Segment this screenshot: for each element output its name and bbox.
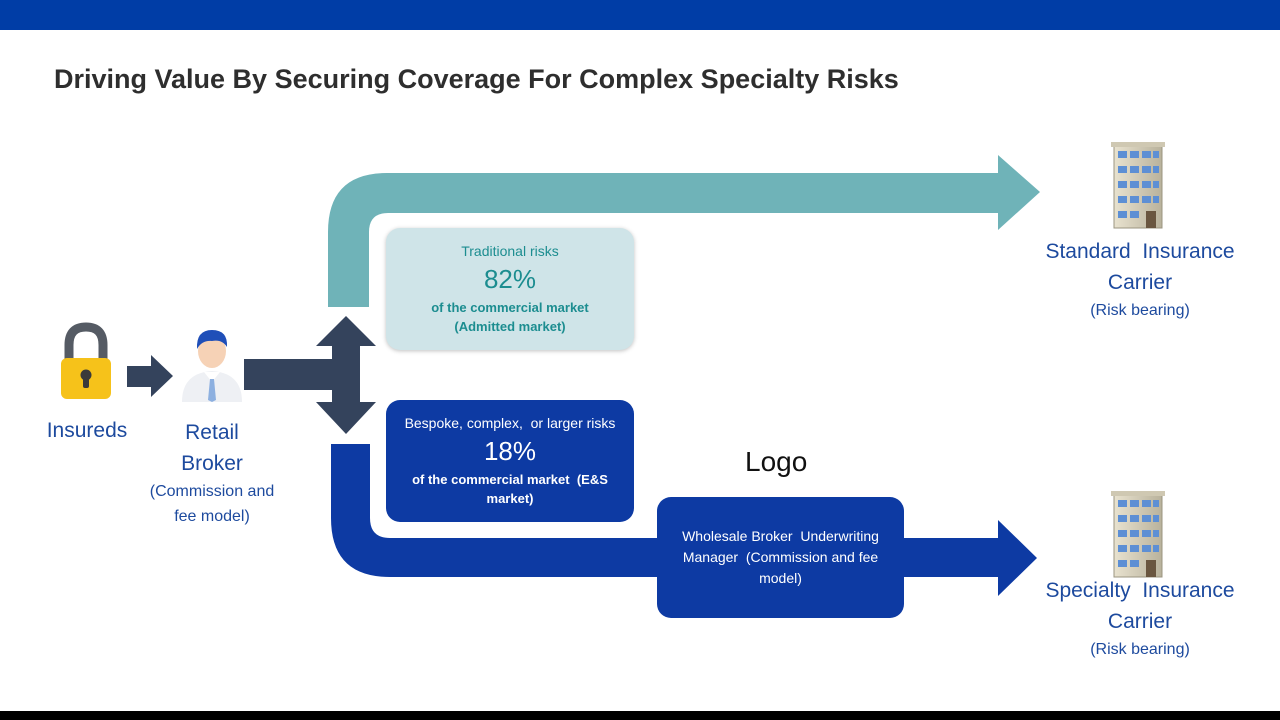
standard-carrier-title-line1: Standard Insurance (1045, 240, 1235, 263)
wholesale-broker-box: Wholesale Broker Underwriting Manager (C… (657, 497, 904, 618)
specialty-risks-heading: Bespoke, complex, or larger risks (404, 415, 616, 431)
specialty-carrier-label: Specialty Insurance Carrier (Risk bearin… (1030, 575, 1250, 662)
businessman-avatar-icon (182, 330, 242, 402)
standard-carrier-label: Standard Insurance Carrier (Risk bearing… (1030, 236, 1250, 323)
retail-broker-sub-line1: (Commission and (149, 483, 275, 500)
retail-broker-title-line1: Retail (185, 421, 239, 444)
standard-carrier-sub: (Risk bearing) (1090, 302, 1190, 319)
specialty-carrier-title-line1: Specialty Insurance (1045, 579, 1235, 602)
insureds-to-broker-arrow (127, 355, 173, 397)
traditional-risks-heading: Traditional risks (461, 243, 559, 259)
standard-carrier-title-line2: Carrier (1107, 271, 1173, 294)
office-building-icon (1111, 142, 1165, 229)
specialty-risks-box: Bespoke, complex, or larger risks 18% of… (386, 400, 634, 522)
retail-broker-label: Retail Broker (Commission and fee model) (142, 417, 282, 529)
traditional-risks-line1: of the commercial market (431, 300, 589, 315)
specialty-risks-percent: 18% (483, 436, 537, 466)
broker-to-split-bar (244, 359, 338, 390)
wholesale-broker-text: Wholesale Broker Underwriting Manager (C… (682, 528, 883, 586)
bottom-banner (0, 711, 1280, 720)
specialty-carrier-sub: (Risk bearing) (1090, 641, 1190, 658)
office-building-icon (1111, 491, 1165, 578)
split-double-arrow (316, 316, 376, 434)
specialty-risks-line1: of the commercial market (E&S (412, 472, 608, 487)
insureds-label: Insureds (46, 419, 128, 442)
retail-broker-sub-line2: fee model) (174, 508, 250, 525)
traditional-risks-percent: 82% (483, 264, 537, 294)
specialty-carrier-title-line2: Carrier (1107, 610, 1173, 633)
page-title: Driving Value By Securing Coverage For C… (54, 64, 899, 94)
top-banner (0, 0, 1280, 30)
traditional-flow-arrow (328, 155, 1040, 307)
specialty-risks-line2: market) (486, 491, 534, 506)
retail-broker-title-line2: Broker (181, 452, 243, 475)
padlock-icon (61, 322, 111, 399)
traditional-risks-line2: (Admitted market) (454, 319, 566, 334)
traditional-risks-box: Traditional risks 82% of the commercial … (386, 228, 634, 350)
logo-placeholder: Logo (745, 446, 808, 477)
